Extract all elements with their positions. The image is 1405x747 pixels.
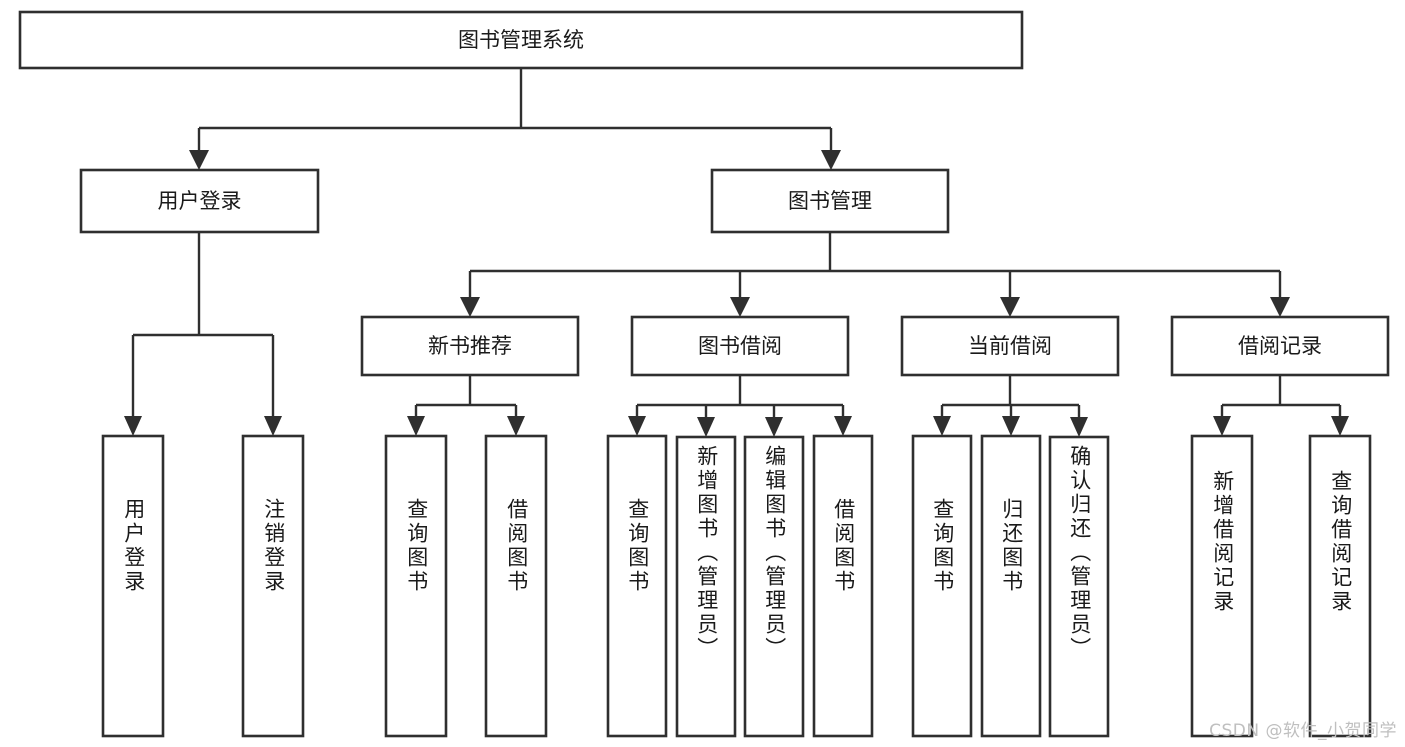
arrow-to-new-book-recommend (460, 297, 480, 317)
leaf-box-user-login[interactable] (101, 434, 165, 738)
arrow-to-leaf-logout (264, 416, 282, 436)
arrow-to-leaf-query-record (1331, 416, 1349, 436)
arrow-to-leaf-return-book (1002, 416, 1020, 436)
arrow-to-leaf-borrow-book-1 (507, 416, 525, 436)
watermark-text: CSDN @软件_小贺同学 (1209, 721, 1397, 741)
node-root[interactable]: 图书管理系统 (18, 10, 1024, 70)
connector-group-book-borrow (628, 375, 852, 437)
arrow-to-leaf-user-login (124, 416, 142, 436)
connector-group-user-login (124, 232, 282, 436)
arrow-to-leaf-query-book-3 (933, 416, 951, 436)
arrow-to-leaf-confirm-return (1070, 417, 1088, 437)
connector-group-current-borrow (933, 375, 1088, 437)
arrow-to-leaf-add-book (697, 417, 715, 437)
user-login-label: 用户登录 (158, 189, 242, 213)
leaf-box-confirm-return[interactable] (1048, 435, 1110, 738)
connector-group-root (189, 68, 841, 170)
current-borrow-box[interactable] (900, 315, 1120, 377)
node-new-book-recommend[interactable]: 新书推荐 (360, 315, 580, 377)
book-manage-label: 图书管理 (788, 189, 872, 213)
leaf-box-return-book[interactable] (980, 434, 1042, 738)
connector-group-borrow-record (1213, 375, 1349, 436)
arrow-to-leaf-add-record (1213, 416, 1231, 436)
new-book-recommend-label: 新书推荐 (428, 334, 512, 358)
book-borrow-box[interactable] (630, 315, 850, 377)
leaf-box-query-book-3[interactable] (911, 434, 973, 738)
arrow-root-to-user-login (189, 150, 209, 170)
arrow-to-leaf-query-book-2 (628, 416, 646, 436)
arrow-root-to-book-manage (821, 150, 841, 170)
leaf-box-add-book[interactable] (675, 435, 737, 738)
book-borrow-label: 图书借阅 (698, 334, 782, 358)
node-book-manage[interactable]: 图书管理 (710, 168, 950, 234)
user-login-box[interactable] (79, 168, 320, 234)
node-borrow-record[interactable]: 借阅记录 (1170, 315, 1390, 377)
leaf-box-query-book-1[interactable] (384, 434, 448, 738)
arrow-to-book-borrow (730, 297, 750, 317)
new-book-recommend-box[interactable] (360, 315, 580, 377)
leaf-box-query-record[interactable] (1308, 434, 1372, 738)
root-label: 图书管理系统 (458, 28, 584, 52)
leaf-box-logout[interactable] (241, 434, 305, 738)
borrow-record-label: 借阅记录 (1238, 334, 1322, 358)
leaf-box-borrow-book-1[interactable] (484, 434, 548, 738)
node-current-borrow[interactable]: 当前借阅 (900, 315, 1120, 377)
arrow-to-leaf-query-book-1 (407, 416, 425, 436)
arrow-to-leaf-edit-book (765, 417, 783, 437)
arrow-to-borrow-record (1270, 297, 1290, 317)
leaf-box-add-record[interactable] (1190, 434, 1254, 738)
borrow-record-box[interactable] (1170, 315, 1390, 377)
node-book-borrow[interactable]: 图书借阅 (630, 315, 850, 377)
current-borrow-label: 当前借阅 (968, 334, 1052, 358)
leaf-box-edit-book[interactable] (743, 435, 805, 738)
leaf-box-query-book-2[interactable] (606, 434, 668, 738)
node-user-login[interactable]: 用户登录 (79, 168, 320, 234)
connector-group-book-manage (460, 232, 1290, 317)
book-manage-box[interactable] (710, 168, 950, 234)
arrow-to-leaf-borrow-book-2 (834, 416, 852, 436)
leaf-box-borrow-book-2[interactable] (812, 434, 874, 738)
arrow-to-current-borrow (1000, 297, 1020, 317)
root-box[interactable] (18, 10, 1024, 70)
connector-group-new-book-recommend (407, 375, 525, 436)
